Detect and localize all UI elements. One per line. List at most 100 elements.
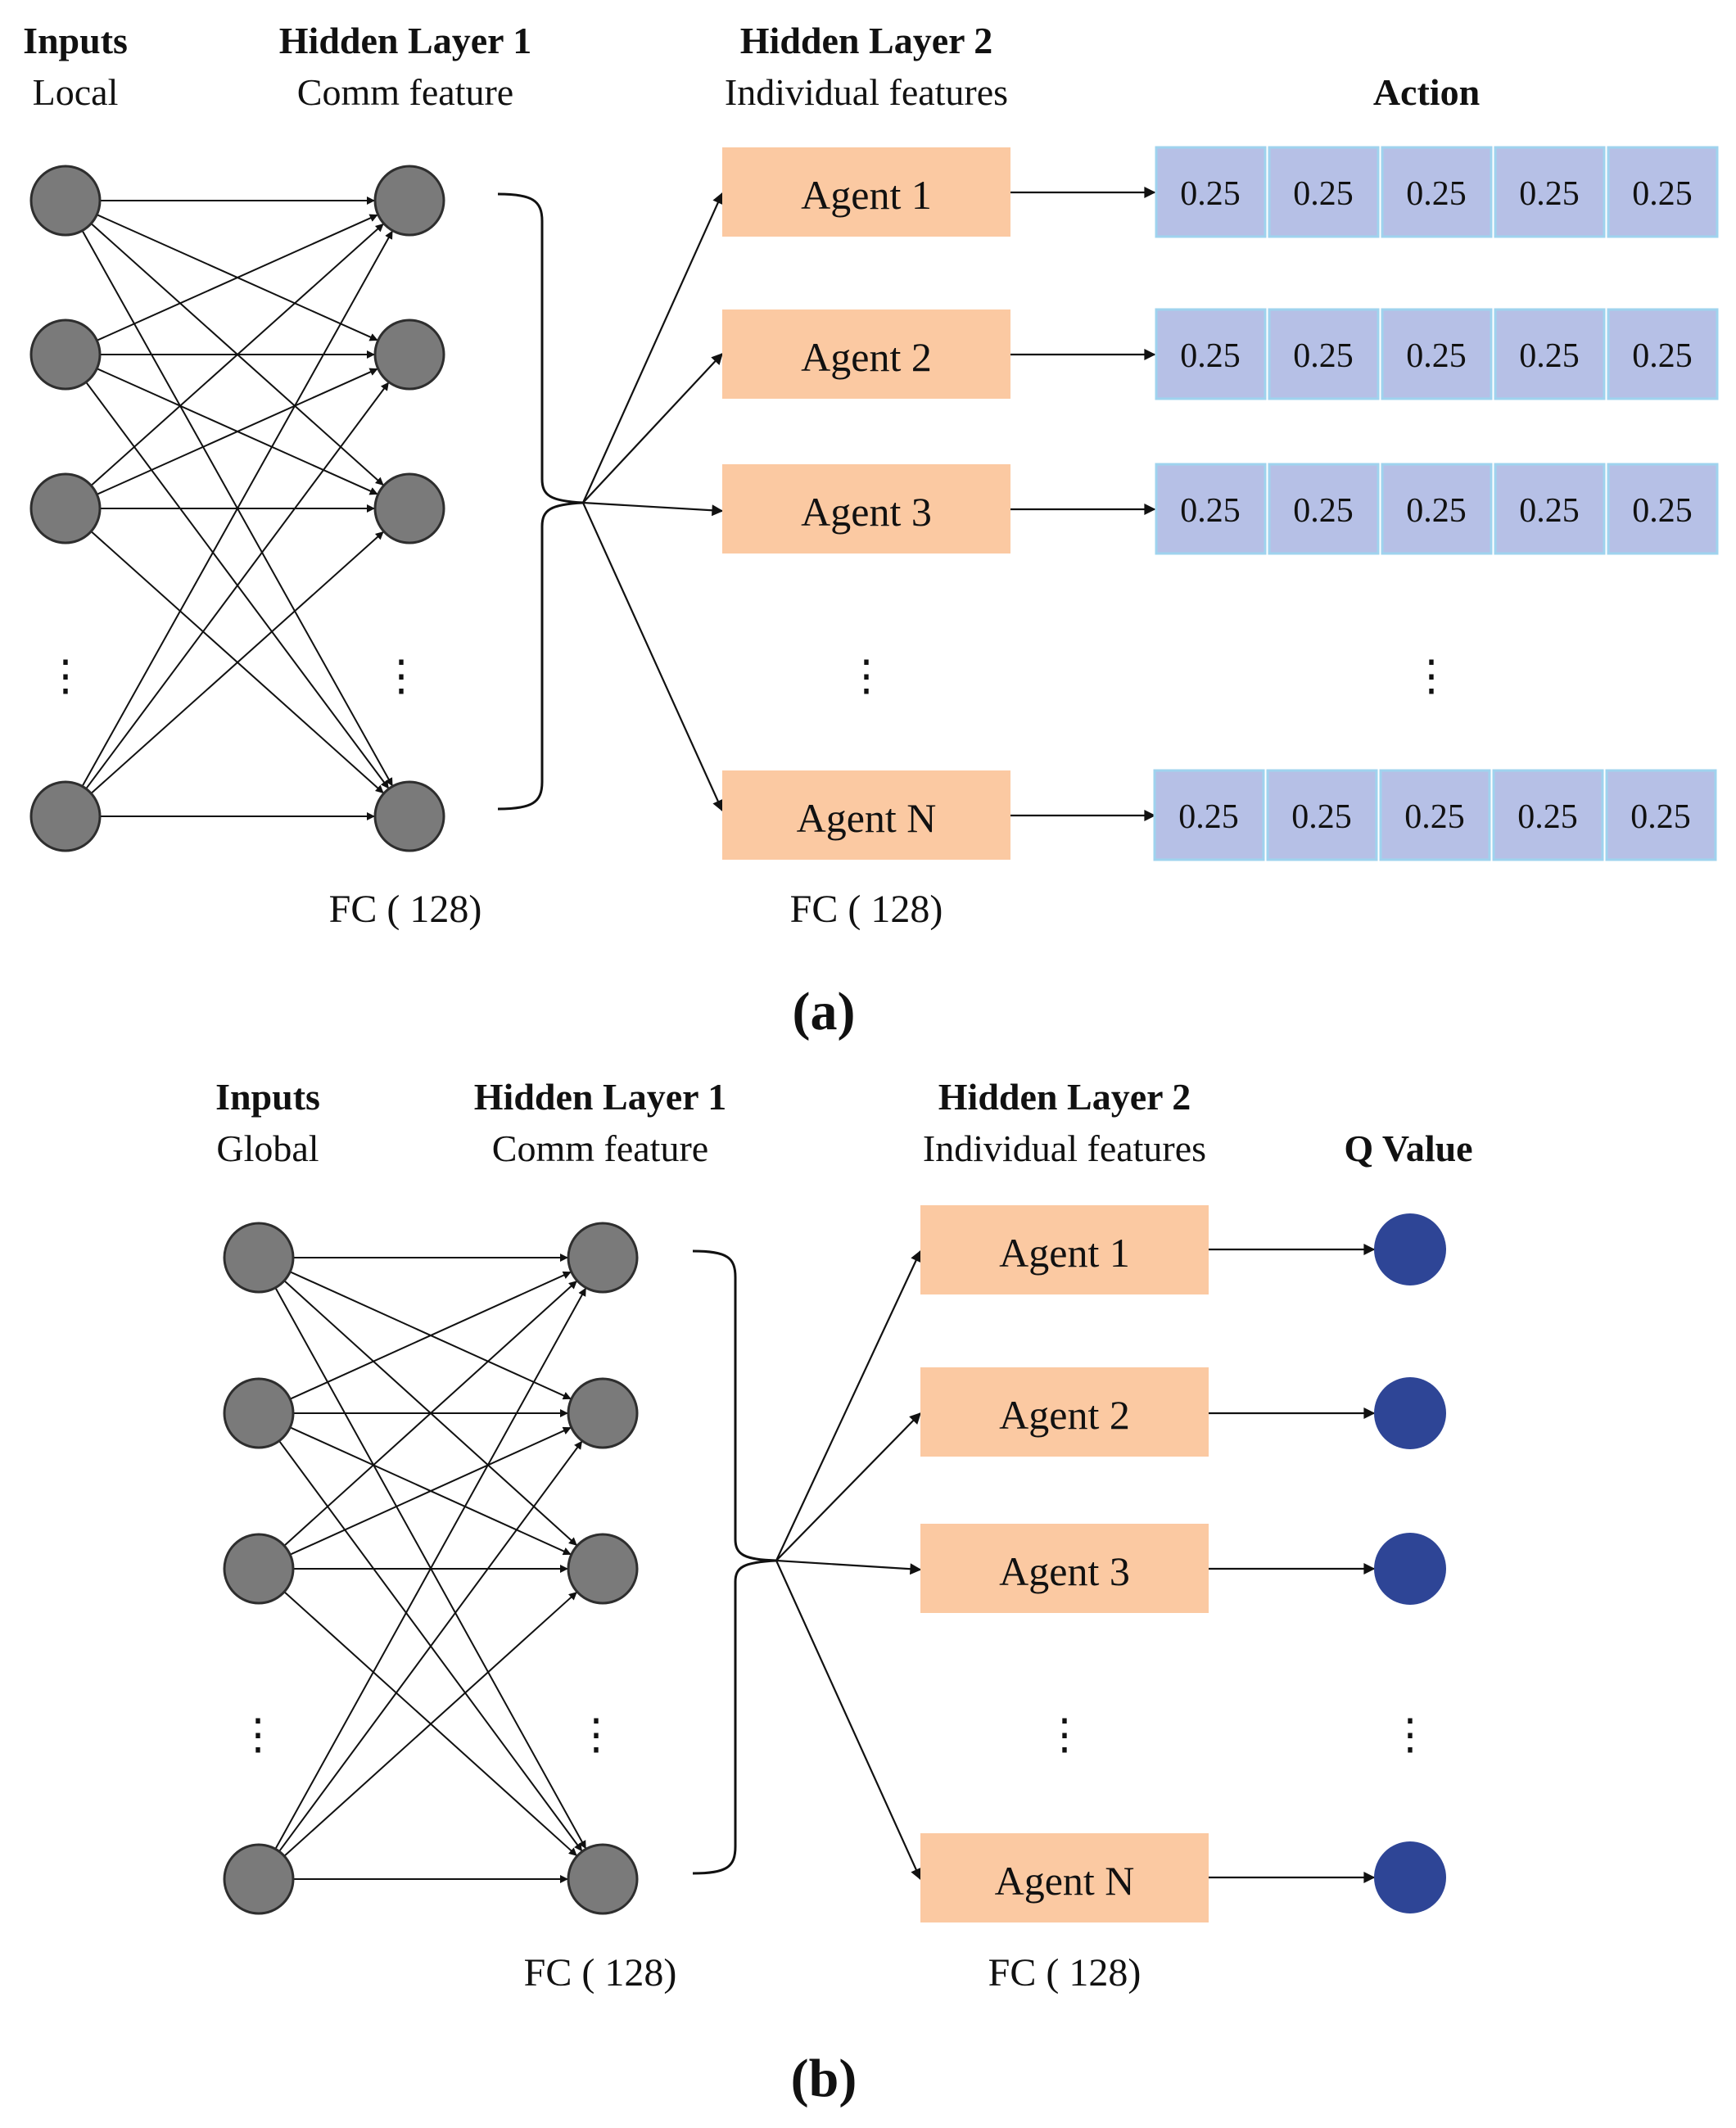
neurons — [223, 1222, 639, 1915]
action-cell: 0.25 — [1268, 308, 1380, 400]
hidden-neuron — [567, 1843, 639, 1915]
action-cell: 0.25 — [1155, 308, 1267, 400]
agent-box: Agent N — [920, 1833, 1209, 1922]
input-ellipsis: ⋮ — [44, 653, 87, 700]
action-value: 0.25 — [1293, 337, 1354, 375]
action-cell: 0.25 — [1381, 308, 1493, 400]
action-value: 0.25 — [1291, 798, 1352, 836]
agent-to-action-arrows — [1010, 187, 1156, 821]
action-cell: 0.25 — [1153, 769, 1265, 861]
q-value-node — [1374, 1213, 1446, 1285]
action-value: 0.25 — [1406, 175, 1467, 213]
bracket — [692, 1249, 777, 1875]
fan-out-arrows — [581, 192, 724, 812]
action-cell: 0.25 — [1155, 146, 1267, 238]
action-value: 0.25 — [1178, 798, 1239, 836]
hidden-neuron — [373, 780, 445, 852]
agent-label: Agent 2 — [999, 1392, 1130, 1438]
action-row: 0.25 0.25 0.25 0.25 0.25 — [1155, 463, 1719, 555]
input-to-hidden-connections — [274, 1254, 587, 1883]
input-neuron — [29, 780, 102, 852]
input-neuron — [29, 472, 102, 544]
action-value: 0.25 — [1519, 337, 1580, 375]
agent-ellipsis: ⋮ — [1043, 1712, 1086, 1759]
agent-box: Agent 3 — [920, 1524, 1209, 1613]
hidden-layer-2-title: Hidden Layer 2 — [740, 20, 992, 61]
input-neuron — [223, 1843, 295, 1915]
hidden-layer-1-subtitle: Comm feature — [492, 1127, 708, 1169]
agent-label: Agent 3 — [999, 1548, 1130, 1594]
action-cell: 0.25 — [1268, 463, 1380, 555]
connection-line — [96, 368, 378, 495]
agent-to-q-arrows — [1209, 1244, 1376, 1883]
action-value: 0.25 — [1517, 798, 1578, 836]
input-neuron — [29, 319, 102, 391]
connection-line — [90, 223, 384, 486]
action-value: 0.25 — [1180, 337, 1241, 375]
action-cell: 0.25 — [1379, 769, 1491, 861]
action-value: 0.25 — [1180, 175, 1241, 213]
action-cell: 0.25 — [1494, 463, 1606, 555]
agent-box: Agent N — [722, 770, 1010, 860]
agent-label: Agent N — [797, 795, 937, 841]
hidden-ellipsis: ⋮ — [575, 1712, 617, 1759]
action-value: 0.25 — [1632, 337, 1693, 375]
action-cell: 0.25 — [1494, 146, 1606, 238]
agent-box: Agent 2 — [722, 309, 1010, 399]
connection-line — [96, 214, 378, 341]
q-value-title: Q Value — [1344, 1127, 1472, 1169]
agent-box: Agent 1 — [920, 1205, 1209, 1294]
input-neuron — [223, 1533, 295, 1605]
neurons — [29, 165, 445, 852]
bracket — [497, 192, 584, 811]
action-value: 0.25 — [1406, 337, 1467, 375]
action-value: 0.25 — [1519, 492, 1580, 530]
fc-label-layer-2: FC ( 128) — [790, 888, 943, 931]
action-value: 0.25 — [1293, 492, 1354, 530]
q-value-node — [1374, 1533, 1446, 1605]
hidden-layer-1-subtitle: Comm feature — [297, 71, 513, 113]
action-cell: 0.25 — [1494, 308, 1606, 400]
fc-label-layer-1: FC ( 128) — [329, 888, 482, 931]
agent-label: Agent 2 — [801, 334, 932, 380]
hidden-layer-1-title: Hidden Layer 1 — [279, 20, 531, 61]
action-cell: 0.25 — [1607, 463, 1719, 555]
connection-line — [90, 531, 384, 794]
agent-label: Agent N — [995, 1858, 1135, 1904]
agent-box: Agent 3 — [722, 464, 1010, 553]
panel-label: (b) — [791, 2049, 857, 2108]
hidden-neuron — [567, 1533, 639, 1605]
action-row: 0.25 0.25 0.25 0.25 0.25 — [1155, 308, 1719, 400]
connection-line — [283, 1592, 577, 1857]
q-value-node — [1374, 1841, 1446, 1913]
hidden-layer-2-title: Hidden Layer 2 — [938, 1076, 1191, 1118]
action-cell: 0.25 — [1607, 308, 1719, 400]
panel-label: (a) — [793, 982, 856, 1041]
input-ellipsis: ⋮ — [237, 1712, 279, 1759]
action-cell: 0.25 — [1381, 463, 1493, 555]
q-value-node — [1374, 1377, 1446, 1449]
fc-label-layer-2: FC ( 128) — [988, 1951, 1142, 1995]
hidden-neuron — [567, 1377, 639, 1449]
action-ellipsis: ⋮ — [1410, 653, 1453, 700]
action-cell: 0.25 — [1268, 146, 1380, 238]
action-value: 0.25 — [1406, 492, 1467, 530]
action-value: 0.25 — [1519, 175, 1580, 213]
action-cell: 0.25 — [1266, 769, 1378, 861]
connection-line — [81, 230, 393, 787]
input-neuron — [29, 165, 102, 237]
action-cell: 0.25 — [1607, 146, 1719, 238]
fan-out-arrows — [775, 1249, 922, 1881]
hidden-neuron — [373, 319, 445, 391]
panel-a: Inputs Local Hidden Layer 1 Comm feature… — [23, 20, 1719, 1041]
action-value: 0.25 — [1293, 175, 1354, 213]
hidden-layer-2-subtitle: Individual features — [725, 71, 1008, 113]
agent-label: Agent 1 — [999, 1230, 1130, 1276]
hidden-neuron — [373, 472, 445, 544]
fc-label-layer-1: FC ( 128) — [524, 1951, 677, 1995]
inputs-subtitle: Local — [33, 71, 119, 113]
action-row: 0.25 0.25 0.25 0.25 0.25 — [1155, 146, 1719, 238]
action-cell: 0.25 — [1381, 146, 1493, 238]
